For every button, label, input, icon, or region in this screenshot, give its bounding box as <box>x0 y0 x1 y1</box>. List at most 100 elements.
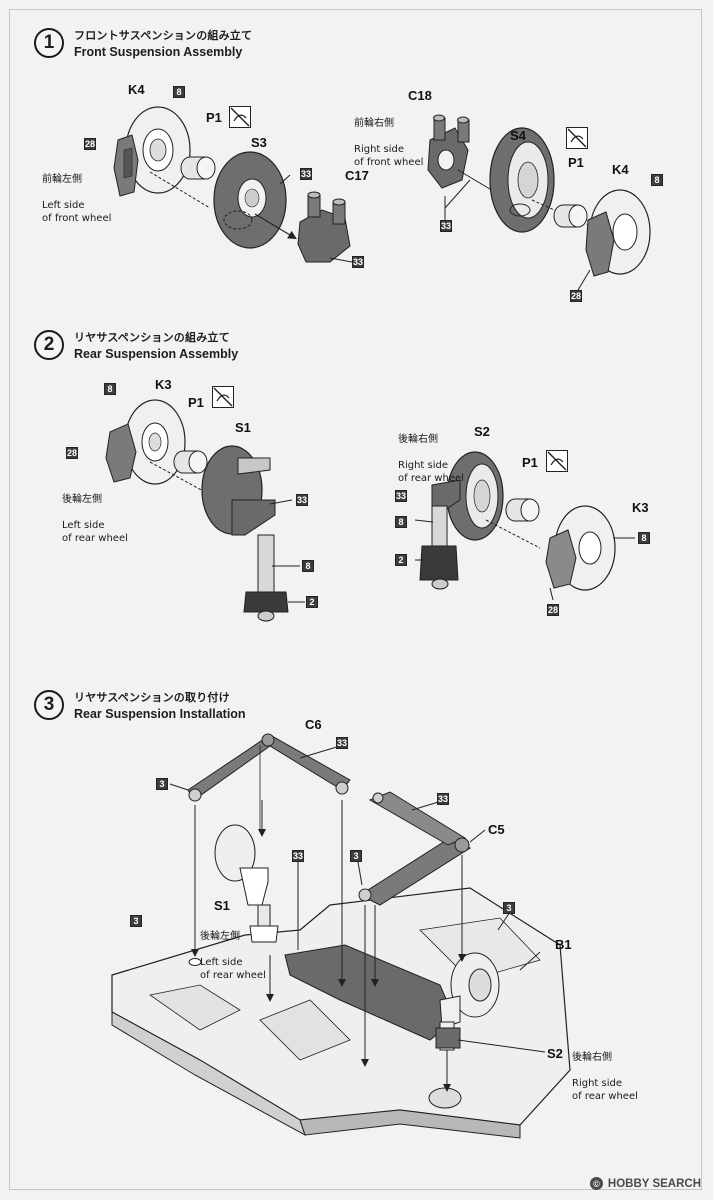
note-rear-left-install: 後輪左側 Left side of rear wheel <box>200 917 266 995</box>
strut-s2 <box>419 451 504 590</box>
note-rear-right: 後輪右側 Right side of rear wheel <box>398 420 464 498</box>
note-rear-right-install-en: Right side of rear wheel <box>572 1078 638 1102</box>
note-rear-right-en: Right side of rear wheel <box>398 460 464 484</box>
color-code-box: 8 <box>395 516 407 528</box>
color-code-box: 33 <box>292 850 304 862</box>
color-code-box: 3 <box>503 902 515 914</box>
note-rear-right-install-jp: 後輪右側 <box>572 1052 612 1063</box>
part-label-s4: S4 <box>510 128 526 143</box>
part-label-p1: P1 <box>522 455 538 470</box>
color-code-box: 28 <box>570 290 582 302</box>
note-rear-left-install-en: Left side of rear wheel <box>200 957 266 981</box>
color-code-box: 2 <box>306 596 318 608</box>
part-label-p1: P1 <box>206 110 222 125</box>
part-label-s1: S1 <box>235 420 251 435</box>
part-label-c17: C17 <box>345 168 369 183</box>
note-rear-left: 後輪左側 Left side of rear wheel <box>62 480 128 558</box>
front-right-assembly <box>427 114 651 291</box>
part-label-k4: K4 <box>612 162 629 177</box>
polycap-p1-left <box>180 156 216 180</box>
note-front-right-jp: 前輪右側 <box>354 118 394 129</box>
credit-text: HOBBY SEARCH <box>607 1177 701 1190</box>
brake-disc-k3-right <box>545 505 616 591</box>
step-2-title-en: Rear Suspension Assembly <box>74 347 239 361</box>
color-code-box: 8 <box>173 86 185 98</box>
upright-s3 <box>213 151 287 249</box>
step-2-title-jp: リヤサスペンションの組み立て <box>74 331 230 344</box>
note-rear-right-jp: 後輪右側 <box>398 434 438 445</box>
part-label-s3: S3 <box>251 135 267 150</box>
note-rear-left-jp: 後輪左側 <box>62 494 102 505</box>
part-label-s2: S2 <box>547 1046 563 1061</box>
suspension-arm-c6 <box>187 733 351 830</box>
color-code-box: 33 <box>440 220 452 232</box>
color-code-box: 33 <box>395 490 407 502</box>
part-label-b1: B1 <box>555 937 572 952</box>
color-code-box: 3 <box>156 778 168 790</box>
color-code-box: 8 <box>104 383 116 395</box>
suspension-arm-c5 <box>358 791 472 906</box>
color-code-box: 33 <box>296 494 308 506</box>
note-rear-left-install-jp: 後輪左側 <box>200 931 240 942</box>
step-1-header: 1 フロントサスペンションの組み立て Front Suspension Asse… <box>34 28 252 60</box>
chassis-assembly <box>111 733 571 1139</box>
upright-s4 <box>489 127 555 233</box>
step-2-header: 2 リヤサスペンションの組み立て Rear Suspension Assembl… <box>34 330 238 362</box>
part-label-c6: C6 <box>305 717 322 732</box>
color-code-box: 33 <box>352 256 364 268</box>
part-label-k3: K3 <box>155 377 172 392</box>
note-front-left: 前輪左側 Left side of front wheel <box>42 160 111 238</box>
copyright-icon: © <box>589 1177 603 1190</box>
color-code-box: 3 <box>350 850 362 862</box>
part-label-s1: S1 <box>214 898 230 913</box>
step-3-number: 3 <box>34 690 64 720</box>
rear-right-assembly <box>414 451 635 601</box>
strut-s1-installed <box>214 824 279 943</box>
step-3-title-en: Rear Suspension Installation <box>74 707 246 721</box>
rear-left-assembly <box>105 399 305 622</box>
part-label-s2: S2 <box>474 424 490 439</box>
part-label-c18: C18 <box>408 88 432 103</box>
note-rear-right-install: 後輪右側 Right side of rear wheel <box>572 1038 638 1116</box>
color-code-box: 33 <box>437 793 449 805</box>
note-rear-left-en: Left side of rear wheel <box>62 520 128 544</box>
no-glue-icon <box>212 386 234 408</box>
step-1-title-jp: フロントサスペンションの組み立て <box>74 29 253 42</box>
color-code-box: 33 <box>300 168 312 180</box>
step-2-number: 2 <box>34 330 64 360</box>
hub-c17 <box>297 191 351 263</box>
color-code-box: 28 <box>66 447 78 459</box>
color-code-box: 2 <box>395 554 407 566</box>
polycap-p1-rear-left <box>173 450 208 474</box>
step-3-title-jp: リヤサスペンションの取り付け <box>74 691 230 704</box>
page-border <box>9 9 702 1190</box>
part-label-p1: P1 <box>568 155 584 170</box>
note-front-right: 前輪右側 Right side of front wheel <box>354 104 423 182</box>
part-label-k3: K3 <box>632 500 649 515</box>
note-front-left-en: Left side of front wheel <box>42 200 112 224</box>
hub-c18 <box>427 114 470 189</box>
color-code-box: 33 <box>336 737 348 749</box>
color-code-box: 8 <box>638 532 650 544</box>
color-code-box: 28 <box>84 138 96 150</box>
no-glue-icon <box>546 450 568 472</box>
part-label-c5: C5 <box>488 822 505 837</box>
step-1-number: 1 <box>34 28 64 58</box>
hobby-search-credit: © HOBBY SEARCH <box>589 1177 701 1190</box>
color-code-box: 3 <box>130 915 142 927</box>
note-front-left-jp: 前輪左側 <box>42 174 82 185</box>
part-label-p1: P1 <box>188 395 204 410</box>
front-left-assembly <box>113 106 353 263</box>
part-label-k4: K4 <box>128 82 145 97</box>
color-code-box: 8 <box>651 174 663 186</box>
step-1-title-en: Front Suspension Assembly <box>74 45 243 59</box>
rear-caliper-left <box>105 423 137 483</box>
step-3-header: 3 リヤサスペンションの取り付け Rear Suspension Install… <box>34 690 246 722</box>
no-glue-icon <box>229 106 251 128</box>
color-code-box: 8 <box>302 560 314 572</box>
color-code-box: 28 <box>547 604 559 616</box>
note-front-right-en: Right side of front wheel <box>354 144 424 168</box>
brake-disc-k4-right <box>585 189 651 277</box>
